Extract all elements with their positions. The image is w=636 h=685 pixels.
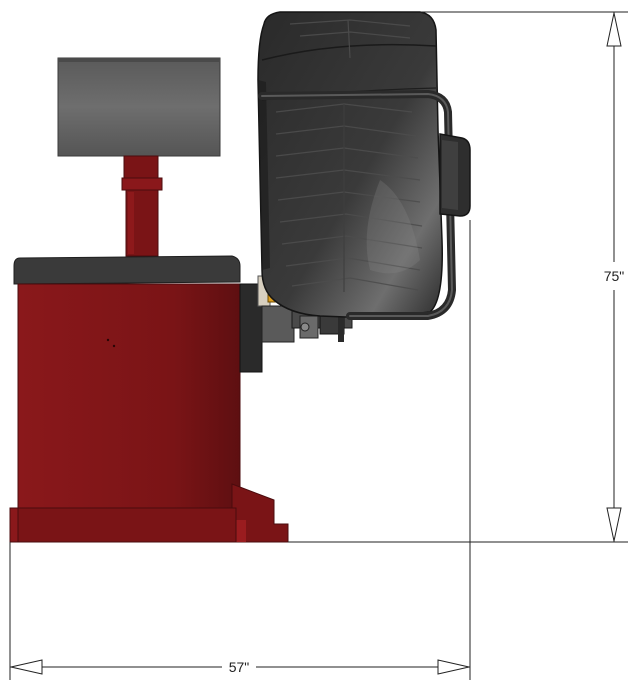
monitor — [57, 57, 221, 157]
wheel-guard-hood — [257, 11, 471, 320]
monitor-post-joint — [121, 177, 163, 191]
dimension-lines — [9, 11, 628, 680]
monitor-top-edge — [58, 58, 220, 62]
height-arrow-top — [606, 12, 622, 47]
cabinet-base-band — [17, 507, 237, 543]
monitor-screen — [57, 57, 221, 157]
cabinet — [9, 255, 289, 543]
height-dimension-label: 75" — [604, 268, 625, 284]
width-arrow-right — [437, 659, 470, 675]
height-arrow-bottom — [606, 507, 622, 542]
monitor-post — [121, 155, 163, 257]
cabinet-body — [17, 283, 241, 509]
width-dimension-label: 57" — [229, 659, 250, 675]
arrowhead-icon — [10, 12, 622, 675]
monitor-post-collar — [123, 155, 159, 179]
hood-tread-pattern — [275, 19, 423, 292]
cabinet-lid — [13, 255, 241, 285]
width-arrow-left — [10, 659, 43, 675]
